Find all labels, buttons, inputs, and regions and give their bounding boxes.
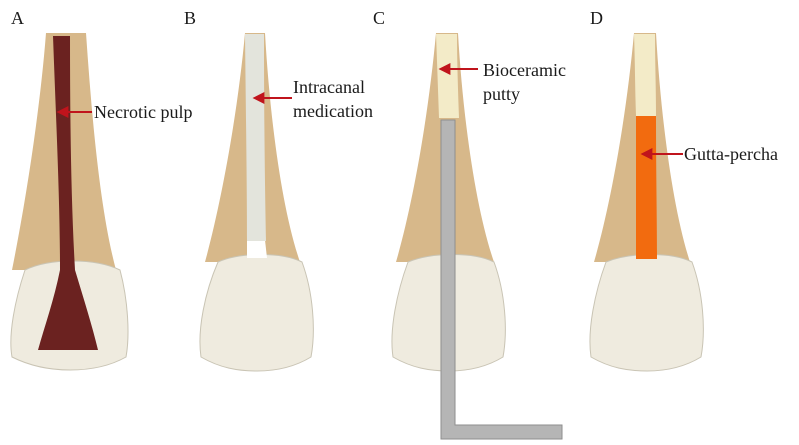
panel-letter: A (11, 8, 24, 28)
panel-b: B Intracanal medication (184, 8, 373, 372)
gutta-percha-label: Gutta-percha (684, 144, 778, 164)
intracanal-medication-label: Intracanal (293, 77, 365, 97)
intracanal-medication (245, 34, 266, 241)
empty-canal-space (247, 240, 267, 258)
tooth-crown (589, 254, 704, 372)
panel-c: C Bioceramic putty (373, 8, 566, 440)
plugger-instrument (440, 119, 563, 440)
necrotic-pulp-label: Necrotic pulp (94, 102, 192, 122)
panel-d: D Gutta-percha (589, 8, 778, 372)
panel-letter: B (184, 8, 196, 28)
panel-letter: C (373, 8, 385, 28)
gutta-percha (636, 116, 657, 259)
bioceramic-putty (634, 34, 656, 116)
intracanal-medication-label: medication (293, 101, 373, 121)
bioceramic-putty-label: Bioceramic (483, 60, 566, 80)
necrotic-pulp (38, 36, 98, 350)
bioceramic-putty-label: putty (483, 84, 520, 104)
panel-a: A Necrotic pulp (10, 8, 192, 371)
panel-letter: D (590, 8, 603, 28)
bioceramic-putty (436, 34, 459, 118)
tooth-crown (199, 254, 314, 372)
